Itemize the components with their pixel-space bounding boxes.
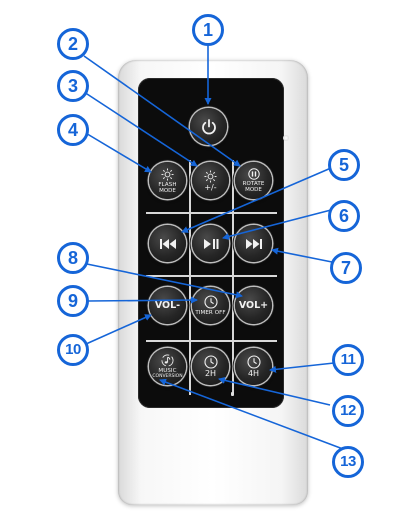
timer-4h-label: 4H xyxy=(247,369,260,378)
callout-11: 11 xyxy=(332,344,364,376)
vol-down-label: VOL- xyxy=(154,299,181,311)
power-icon xyxy=(200,118,218,136)
callout-9: 9 xyxy=(57,285,89,317)
next-icon xyxy=(245,238,263,250)
clock-icon xyxy=(203,355,218,369)
rotate-label-2: MODE xyxy=(245,187,262,193)
led-indicator xyxy=(231,392,234,396)
callout-13: 13 xyxy=(332,446,364,478)
callout-8: 8 xyxy=(57,242,89,274)
rotate-mode-button[interactable]: ROTATE MODE xyxy=(235,162,272,199)
divider-h-2 xyxy=(146,275,277,277)
arrow-12 xyxy=(218,376,331,406)
flash-label-1: FLASH xyxy=(158,181,177,188)
callout-7: 7 xyxy=(330,252,362,284)
brightness-label: +/- xyxy=(204,182,217,192)
previous-icon xyxy=(159,238,177,250)
timer-4h-button[interactable]: 4H xyxy=(235,348,272,385)
callout-12: 12 xyxy=(332,395,364,427)
timer-off-button[interactable]: TIMER OFF xyxy=(192,287,229,324)
callout-3: 3 xyxy=(57,70,89,102)
callout-10: 10 xyxy=(57,334,89,366)
timer-off-label: TIMER OFF xyxy=(195,310,226,316)
previous-button[interactable] xyxy=(149,225,186,262)
vol-up-label: VOL+ xyxy=(238,299,269,311)
clock-icon xyxy=(203,295,218,309)
volume-down-button[interactable]: VOL- xyxy=(149,287,186,324)
arrow-8 xyxy=(81,262,243,299)
arrow-7 xyxy=(271,247,333,263)
rotate-label-1: ROTATE xyxy=(242,181,265,187)
clock-icon xyxy=(246,355,261,369)
flash-label-2: MODE xyxy=(159,187,176,194)
play-pause-icon xyxy=(202,238,220,250)
callout-5: 5 xyxy=(328,149,360,181)
play-pause-button[interactable] xyxy=(192,225,229,262)
callout-2: 2 xyxy=(57,28,89,60)
flash-mode-button[interactable]: FLASH MODE xyxy=(149,162,186,199)
arrow-2 xyxy=(83,55,241,167)
callout-1: 1 xyxy=(192,14,224,46)
divider-h-3 xyxy=(146,340,277,342)
callout-6: 6 xyxy=(328,200,360,232)
power-button[interactable] xyxy=(190,108,227,145)
next-button[interactable] xyxy=(235,225,272,262)
arrow-9 xyxy=(87,296,198,304)
arrow-11 xyxy=(269,362,335,373)
arrow-3 xyxy=(83,91,198,167)
music-label-1: MUSIC xyxy=(158,367,177,374)
sun-icon xyxy=(204,169,217,183)
divider-v-2 xyxy=(232,160,234,395)
sun-icon xyxy=(161,167,174,181)
brightness-button[interactable]: +/- xyxy=(192,162,229,199)
pause-icon xyxy=(247,168,260,180)
music-label-2: CONVERSION xyxy=(152,373,183,379)
music-conversion-button[interactable]: MUSIC CONVERSION xyxy=(149,348,186,385)
arrow-5 xyxy=(181,167,332,233)
arrow-4 xyxy=(83,131,152,173)
divider-v-1 xyxy=(189,160,191,395)
arrow-13 xyxy=(159,378,344,450)
arrow-6 xyxy=(222,209,332,240)
music-note-icon xyxy=(161,354,174,367)
timer-2h-label: 2H xyxy=(204,369,217,378)
ir-sensor xyxy=(283,135,289,141)
divider-h-1 xyxy=(146,212,277,214)
callout-4: 4 xyxy=(57,114,89,146)
arrow-10 xyxy=(85,314,152,345)
